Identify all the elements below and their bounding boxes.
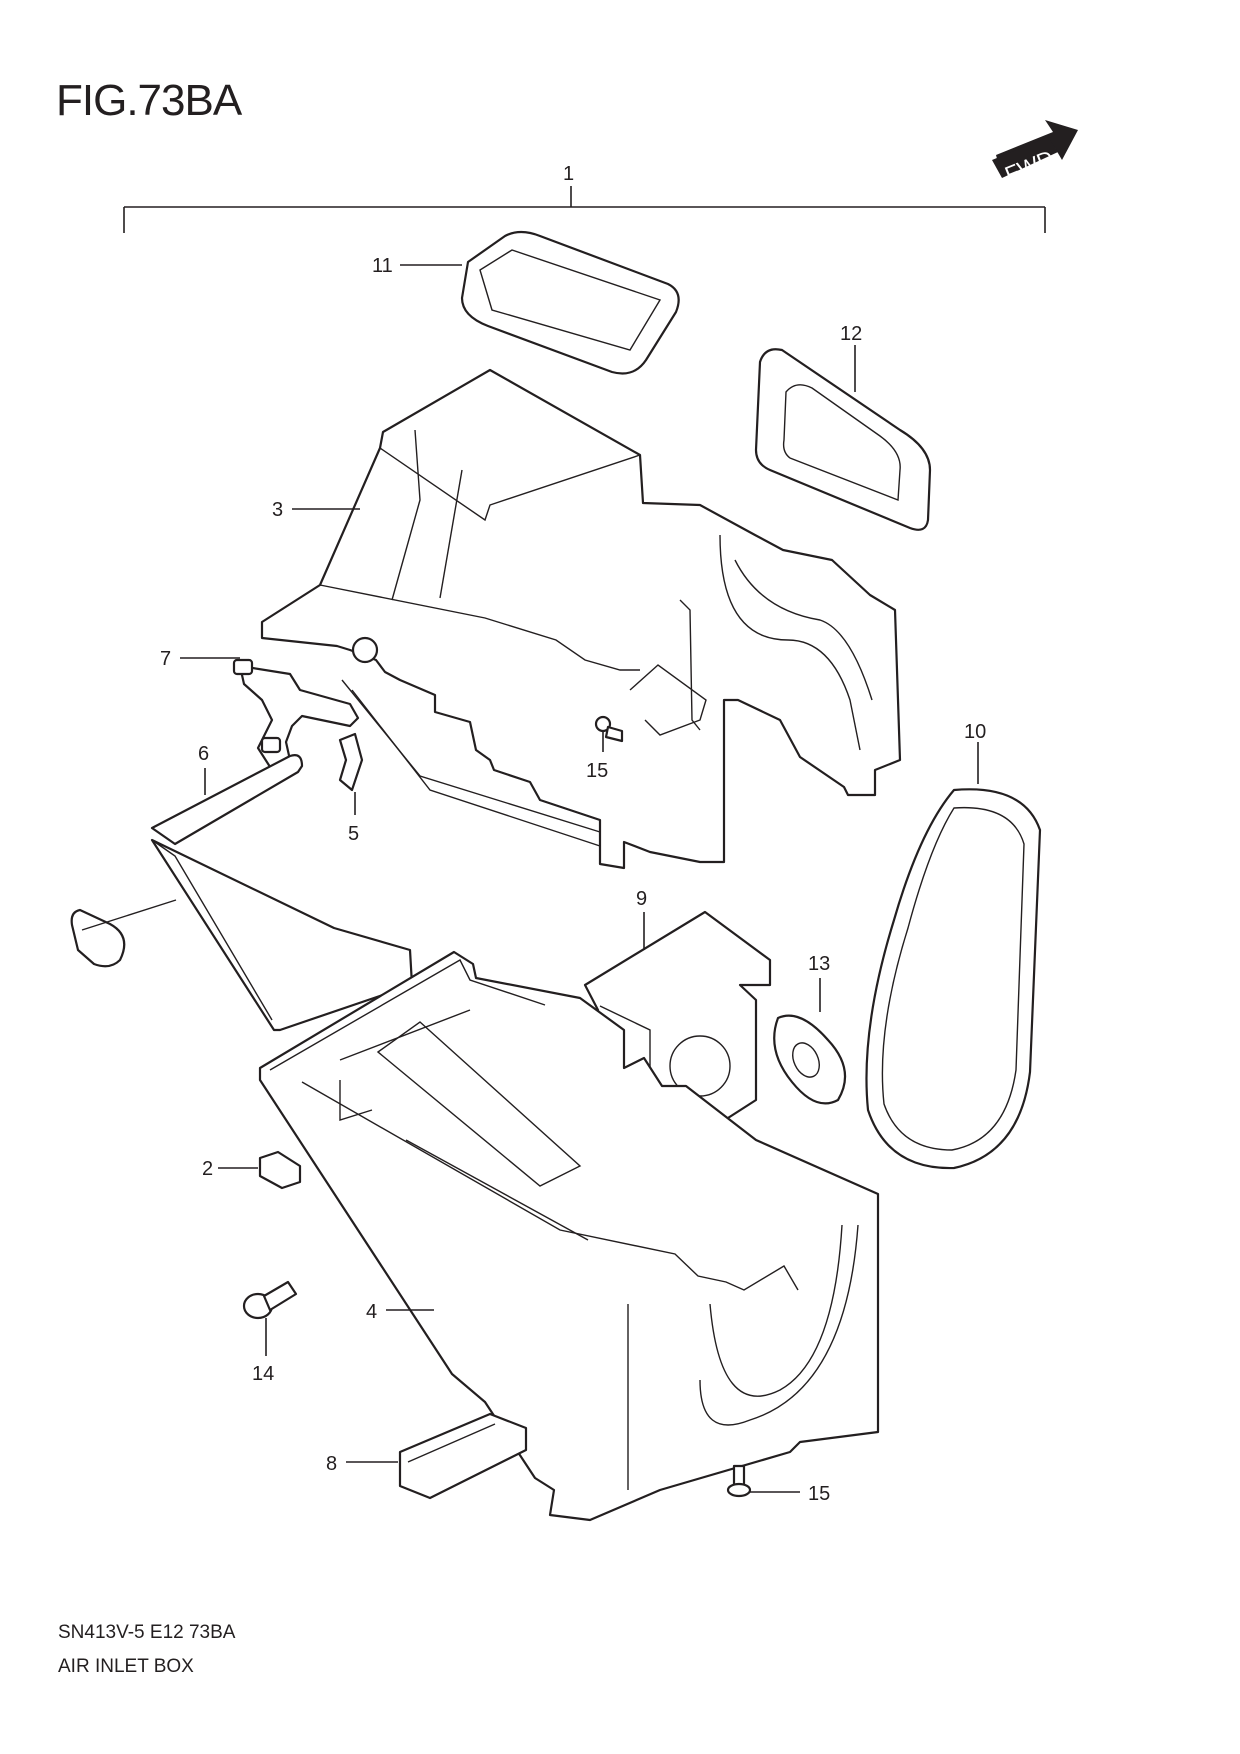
fwd-arrow-icon: FWD (992, 120, 1078, 187)
part-15-upper-screw (594, 715, 624, 743)
part-6-evaporator-core (70, 754, 414, 1032)
figure-title: FIG.73BA (56, 76, 242, 125)
callout-8: 8 (326, 1453, 337, 1475)
part-15-lower-screw (726, 1464, 752, 1498)
footer-code: SN413V-5 E12 73BA (58, 1622, 236, 1643)
callout-12: 12 (840, 323, 862, 345)
part-3-upper-case (260, 368, 902, 870)
callout-13: 13 (808, 953, 830, 975)
callout-3: 3 (272, 499, 283, 521)
callout-2: 2 (202, 1158, 213, 1180)
callout-9: 9 (636, 888, 647, 910)
part-4-lower-case (258, 950, 880, 1522)
assembly-bracket (123, 186, 1046, 233)
part-13-damper (773, 1014, 847, 1105)
part-8-bracket (398, 1412, 528, 1500)
callout-5: 5 (348, 823, 359, 845)
part-11-seal (460, 230, 680, 375)
part-5-clip (338, 732, 364, 792)
callout-15-lower: 15 (808, 1483, 830, 1505)
part-2-clip (258, 1150, 302, 1190)
callout-4: 4 (366, 1301, 377, 1323)
callout-7: 7 (160, 648, 171, 670)
callout-11: 11 (372, 255, 393, 277)
callout-15-upper: 15 (586, 760, 608, 782)
part-10-gasket (865, 788, 1042, 1170)
callout-1: 1 (563, 163, 574, 185)
footer-name: AIR INLET BOX (58, 1656, 194, 1677)
callout-6: 6 (198, 743, 209, 765)
callout-14: 14 (252, 1363, 274, 1385)
callout-10: 10 (964, 721, 986, 743)
part-14-screw (242, 1280, 298, 1320)
part-12-seal (754, 348, 932, 531)
part-7-lever (232, 636, 379, 772)
